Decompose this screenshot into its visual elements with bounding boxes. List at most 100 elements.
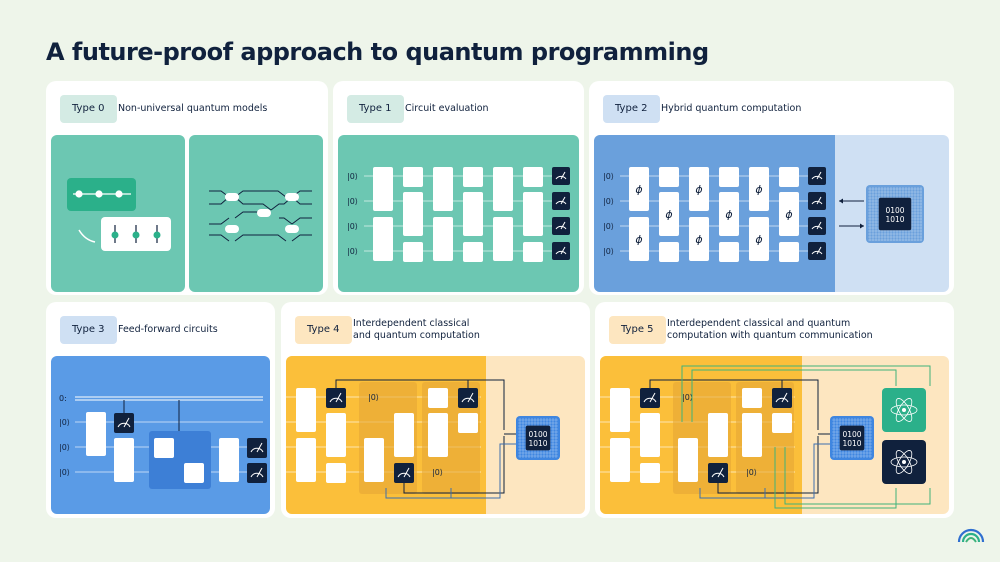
ket-zero-label: |0⟩ [59,443,70,452]
card-title-line-1: Interdependent classical and quantum [667,318,851,329]
feedback-link [699,443,830,499]
spin-chain-panel [51,135,185,292]
meter-icon [397,467,411,478]
classical-register-label: 0: [59,394,67,403]
card-type-5: Type 5 Interdependent classical and quan… [595,302,954,518]
feedback-link [385,443,516,499]
phi-label: ϕ [785,208,792,221]
quantum-link [691,369,897,422]
phi-label: ϕ [695,183,702,196]
quantum-gate [640,463,660,483]
quantum-gate [493,167,513,211]
ket-zero-label: |0⟩ [603,247,614,256]
chip-core [878,197,912,231]
binary-line-2: 1010 [842,439,861,448]
ket-zero-label: |0⟩ [746,468,757,477]
ket-zero-label: |0⟩ [432,468,443,477]
card-title: Circuit evaluation [405,103,489,114]
page-title: A future-proof approach to quantum progr… [46,38,709,66]
quantum-gate [86,412,106,456]
ket-zero-label: |0⟩ [347,222,358,231]
meter-icon [250,442,264,453]
quantum-gate [326,413,346,457]
quantum-gate [523,192,543,236]
quantum-gate [463,167,483,187]
card-type-4: Type 4 Interdependent classical and quan… [281,302,590,518]
quantum-gate [659,167,679,187]
phi-label: ϕ [665,208,672,221]
meter-icon [811,196,823,205]
classical-link [717,436,819,494]
quantum-gate [463,242,483,262]
phi-label: ϕ [635,183,642,196]
quantum-gate [463,192,483,236]
binary-line-2: 1010 [528,439,547,448]
atom-orbit [890,456,918,468]
quantum-gate [719,192,739,236]
quantum-gate [394,413,414,457]
meter-icon [711,467,725,478]
ket-zero-label: |0⟩ [682,393,693,402]
quantum-gate [659,242,679,262]
card-type-3: Type 3 Feed-forward circuits 0:|0⟩|0⟩|0⟩ [46,302,275,518]
atom-nucleus [902,408,906,412]
meter-icon [250,467,264,478]
meter-icon [811,246,823,255]
quantum-gate [403,192,423,236]
card-type-0: Type 0 Non-universal quantum models [46,81,328,295]
quantum-gate [629,167,649,211]
binary-line-1: 0100 [528,430,547,439]
binary-line-2: 1010 [885,215,904,224]
meter-icon [329,392,343,403]
card-title: Non-universal quantum models [118,103,268,114]
quantum-gate [772,413,792,433]
type-badge: Type 1 [347,95,404,123]
rainbow-logo-icon [957,528,985,543]
quantum-gate [689,217,709,261]
quantum-gate [433,167,453,211]
card-type-2: Type 2 Hybrid quantum computation |0⟩|0⟩… [589,81,954,295]
ket-zero-label: |0⟩ [603,222,614,231]
quantum-gate [678,438,698,482]
meter-icon [117,417,131,428]
quantum-gate [493,217,513,261]
card-title: Hybrid quantum computation [661,103,802,114]
quantum-gate [749,217,769,261]
quantum-gate [640,413,660,457]
meter-icon [811,171,823,180]
quantum-gate [433,217,453,261]
classical-link [335,379,505,430]
meter-icon [775,392,789,403]
photonic-diagram [209,190,312,242]
card-title: Interdependent classical and quantum com… [667,316,873,344]
feed-forward-panel: 0:|0⟩|0⟩|0⟩ [51,356,270,514]
ket-zero-label: |0⟩ [59,418,70,427]
photonic-panel [189,135,323,292]
phi-label: ϕ [755,183,762,196]
sub-block [422,382,480,494]
phi-label: ϕ [695,233,702,246]
meter-icon [555,221,567,230]
quantum-gate [749,167,769,211]
ket-zero-label: |0⟩ [368,393,379,402]
meter-icon [555,246,567,255]
meter-icon [555,171,567,180]
arrowhead [860,223,864,229]
type-badge: Type 0 [60,95,117,123]
type-badge: Type 4 [295,316,352,344]
spin-chain-diagram [67,178,171,251]
quantum-gate [403,242,423,262]
binary-line-1: 0100 [885,206,904,215]
quantum-gate [296,438,316,482]
ket-zero-label: |0⟩ [603,172,614,181]
quantum-gate [610,388,630,432]
type-badge: Type 5 [609,316,666,344]
quantum-link [784,447,931,505]
phi-label: ϕ [725,208,732,221]
quantum-gate [326,463,346,483]
quantum-gate [373,217,393,261]
